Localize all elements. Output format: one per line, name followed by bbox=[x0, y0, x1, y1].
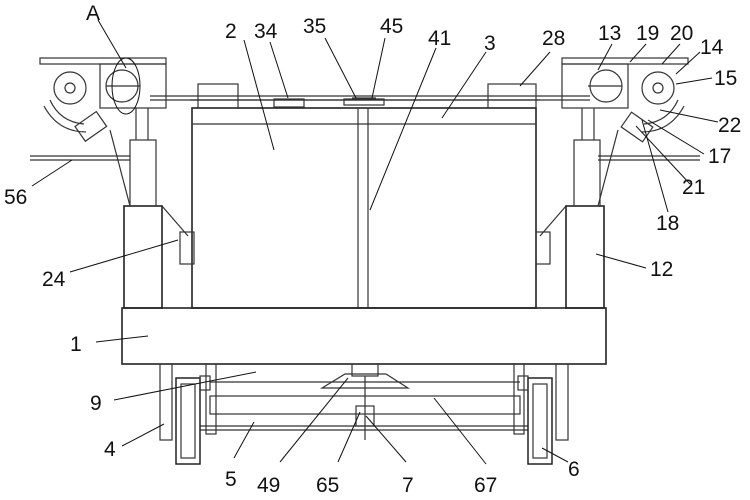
right-top-mechanism bbox=[561, 57, 700, 207]
label-12: 12 bbox=[650, 258, 673, 281]
tank-body bbox=[190, 99, 540, 309]
label-15: 15 bbox=[714, 67, 737, 90]
label-5: 5 bbox=[225, 468, 237, 491]
label-34: 34 bbox=[254, 20, 278, 43]
label-20: 20 bbox=[670, 22, 693, 45]
label-67: 67 bbox=[474, 474, 497, 497]
undercarriage bbox=[200, 363, 530, 440]
label-19: 19 bbox=[636, 22, 659, 45]
label-49: 49 bbox=[257, 474, 280, 497]
right-post bbox=[535, 108, 605, 309]
label-4: 4 bbox=[104, 438, 116, 461]
left-top-mechanism bbox=[30, 57, 167, 207]
label-17: 17 bbox=[708, 145, 731, 168]
label-7: 7 bbox=[402, 474, 414, 497]
leader-lines bbox=[31, 19, 719, 465]
top-rail bbox=[150, 83, 590, 109]
label-45: 45 bbox=[380, 15, 403, 38]
label-9: 9 bbox=[90, 392, 102, 415]
label-A: A bbox=[86, 2, 100, 25]
label-41: 41 bbox=[428, 27, 451, 50]
label-6: 6 bbox=[568, 458, 580, 481]
label-2: 2 bbox=[225, 20, 237, 43]
base-plate bbox=[121, 307, 607, 365]
label-21: 21 bbox=[682, 176, 705, 199]
label-28: 28 bbox=[542, 27, 565, 50]
label-65: 65 bbox=[316, 474, 339, 497]
right-wheel-assembly bbox=[517, 363, 569, 465]
label-22: 22 bbox=[718, 114, 741, 137]
label-35: 35 bbox=[303, 15, 326, 38]
label-56: 56 bbox=[4, 186, 27, 209]
label-18: 18 bbox=[656, 212, 679, 235]
part-labels: A 2 34 35 45 41 3 28 13 19 20 14 15 22 1… bbox=[4, 2, 741, 497]
label-1: 1 bbox=[70, 333, 82, 356]
label-3: 3 bbox=[484, 32, 496, 55]
left-post bbox=[123, 108, 195, 309]
label-24: 24 bbox=[42, 268, 66, 291]
label-14: 14 bbox=[700, 36, 724, 59]
label-13: 13 bbox=[598, 22, 621, 45]
left-wheel-assembly bbox=[159, 363, 211, 465]
